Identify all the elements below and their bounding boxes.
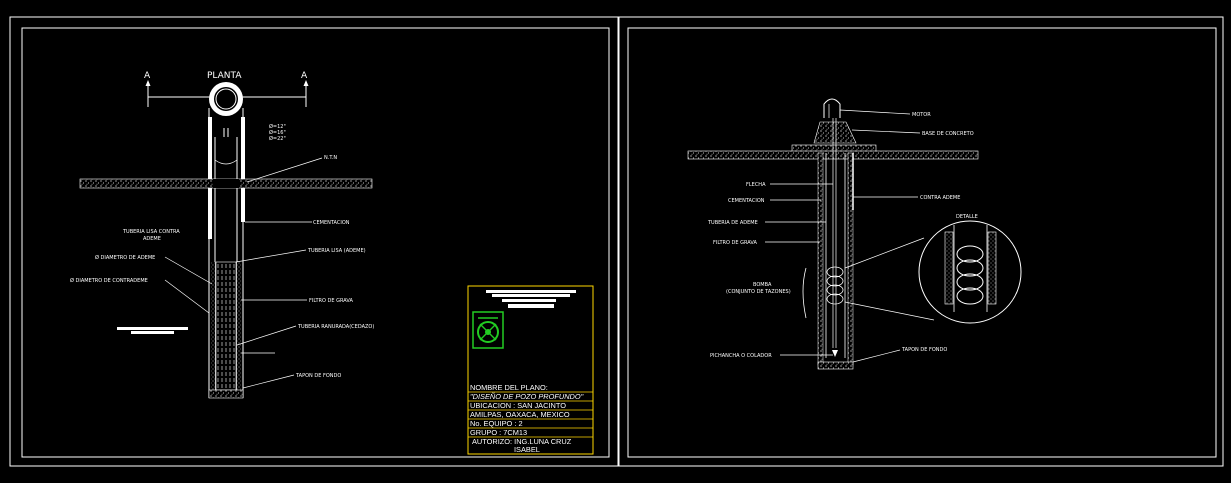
diameter-note-3: Ø=22" (269, 135, 286, 142)
section-mark-right: A (301, 71, 308, 81)
logo-icon (472, 311, 504, 349)
outer-frame-left (9, 16, 619, 467)
tb-grupo: GRUPO : 7CM13 (470, 428, 527, 437)
r-label-motor: MOTOR (912, 112, 931, 118)
detail-circle (844, 220, 1022, 324)
diameter-note-2: Ø=16" (269, 129, 286, 136)
r-label-pichancha: PICHANCHA O COLADOR (710, 353, 772, 359)
label-tuberia-lisa-contra-1: TUBERIA LISA CONTRA (122, 229, 180, 235)
tb-autorizo-1: AUTORIZO: ING.LUNA CRUZ (472, 437, 572, 446)
tb-ubicacion: UBICACION : SAN JACINTO (470, 401, 566, 410)
diameter-note-1: Ø=12" (269, 123, 286, 130)
label-diametro-contraademe: Ø DIAMETRO DE CONTRADEME (70, 277, 148, 284)
section-mark-left: A (144, 71, 151, 81)
label-ntn: N.T.N (324, 155, 337, 161)
left-well-drawing: A A PLANTA (70, 71, 374, 399)
r-label-detalle: DETALLE (956, 214, 978, 220)
inner-frame-right (627, 27, 1217, 458)
r-label-cementacion: CEMENTACION (728, 198, 765, 204)
r-label-base-concreto: BASE DE CONCRETO (922, 131, 974, 137)
right-well-drawing: MOTOR BASE DE CONCRETO FLECHA CEMENTACIO… (687, 98, 1022, 370)
label-tapon-fondo: TAPON DE FONDO (295, 373, 341, 379)
r-label-bomba-2: (CONJUNTO DE TAZONES) (726, 289, 791, 295)
tb-nombre-value: "DISEÑO DE POZO PROFUNDO" (470, 392, 584, 401)
inner-frame-left (21, 27, 610, 458)
title-block: NOMBRE DEL PLANO: "DISEÑO DE POZO PROFUN… (467, 285, 594, 455)
label-tuberia-ranurada: TUBERIA RANURADA(CEDAZO) (297, 324, 374, 330)
label-cementacion: CEMENTACION (313, 220, 350, 226)
outer-frame-right (618, 16, 1224, 467)
label-filtro-grava: FILTRO DE GRAVA (309, 298, 353, 304)
r-label-filtro-grava: FILTRO DE GRAVA (713, 240, 757, 246)
r-label-flecha: FLECHA (746, 182, 766, 188)
r-label-bomba-1: BOMBA (753, 282, 772, 288)
r-label-tapon-fondo: TAPON DE FONDO (901, 347, 947, 353)
label-tuberia-lisa-ademe: TUBERIA LISA (ADEME) (307, 248, 366, 254)
r-label-tuberia-ademe: TUBERIA DE ADEME (707, 220, 758, 226)
plan-title: PLANTA (207, 71, 242, 81)
tb-lugar: AMILPAS, OAXACA, MEXICO (470, 410, 570, 419)
r-label-contra-ademe: CONTRA ADEME (920, 195, 960, 201)
tb-autorizo-2: ISABEL (514, 445, 540, 454)
label-tuberia-lisa-contra-2: ADEME (143, 236, 161, 242)
label-diametro-ademe: Ø DIAMETRO DE ADEME (95, 254, 155, 261)
tb-nombre-label: NOMBRE DEL PLANO: (470, 383, 548, 392)
tb-equipo: No. EQUIPO : 2 (470, 419, 523, 428)
